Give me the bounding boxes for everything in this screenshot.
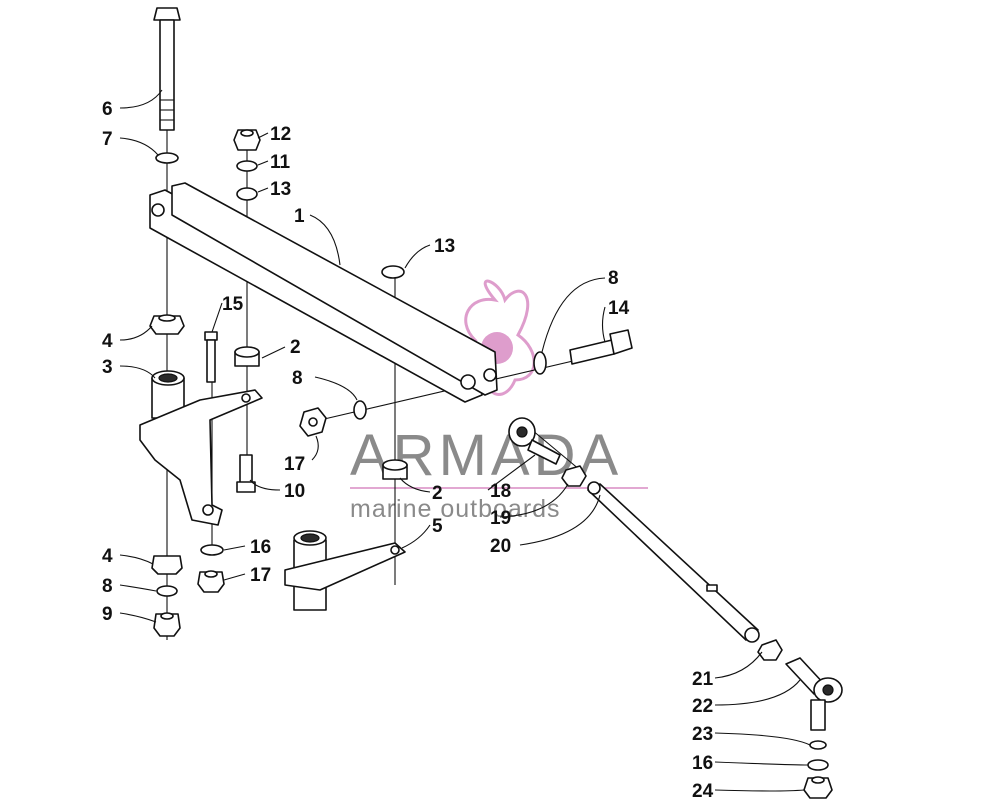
callout-3: 3 [102, 357, 113, 378]
screw-small [204, 331, 218, 383]
washer-small-lower [809, 740, 827, 750]
bushing-top [236, 187, 258, 201]
callout-4-lower: 4 [102, 546, 113, 567]
flange-nut-lower [151, 555, 183, 575]
callout-9: 9 [102, 604, 113, 625]
bolt-right [569, 329, 633, 365]
steering-bracket-right [284, 530, 406, 611]
callout-12: 12 [270, 124, 291, 145]
leader-lines [119, 89, 811, 792]
bushing-mid [381, 265, 405, 279]
washer-link [353, 400, 367, 420]
callout-6: 6 [102, 99, 113, 120]
bolt-long [153, 7, 181, 131]
bolt-short [236, 454, 256, 493]
callout-13-top: 13 [270, 179, 291, 200]
washer-right [533, 351, 547, 375]
rod-end-lower [785, 657, 843, 731]
callout-19: 19 [490, 508, 511, 529]
spacer-upper [234, 346, 260, 367]
tie-rod-tube [587, 481, 760, 643]
flange-nut-upper [149, 314, 185, 335]
callout-1: 1 [294, 206, 305, 227]
callout-23: 23 [692, 724, 713, 745]
callout-17-link: 17 [284, 454, 305, 475]
callout-labels: 6 7 12 11 13 1 13 8 14 15 4 2 3 8 17 10 … [102, 99, 714, 802]
callout-18: 18 [490, 481, 511, 502]
jam-nut-lower [757, 639, 783, 661]
callout-11: 11 [270, 152, 291, 173]
callout-16-left: 16 [250, 537, 271, 558]
washer-flat-lower [807, 759, 829, 771]
callout-10: 10 [284, 481, 305, 502]
washer-top [155, 152, 179, 164]
callout-20: 20 [490, 536, 511, 557]
jam-nut-upper [561, 465, 587, 487]
steering-bracket-left [139, 370, 263, 526]
callout-21: 21 [692, 669, 714, 690]
callout-8-lower: 8 [102, 576, 113, 597]
nut-lower-right [803, 776, 833, 799]
callout-14: 14 [608, 298, 630, 319]
callout-5: 5 [432, 516, 443, 537]
callout-16-right: 16 [692, 753, 713, 774]
callout-8-right: 8 [608, 268, 619, 289]
watermark-tagline: marine outboards [350, 495, 561, 523]
steering-link-arm [149, 182, 498, 403]
nut-link [299, 407, 327, 437]
callout-2-upper: 2 [290, 337, 301, 358]
callout-4-upper: 4 [102, 331, 113, 352]
washer-lower-left [200, 544, 224, 556]
nut-bottom [153, 612, 181, 637]
callout-2-lower: 2 [432, 483, 443, 504]
callout-8-link: 8 [292, 368, 303, 389]
nut-lower-left [197, 570, 225, 593]
callout-15: 15 [222, 294, 244, 315]
callout-24: 24 [692, 781, 714, 802]
washer-stack [236, 160, 258, 172]
washer-lower [156, 585, 178, 597]
callout-7: 7 [102, 129, 113, 150]
nut-top-stack [233, 129, 261, 151]
assembly-axis-lines [166, 130, 621, 640]
rod-end-upper [508, 417, 561, 465]
spacer-lower [382, 459, 408, 480]
callout-17-lower: 17 [250, 565, 271, 586]
callout-13-mid: 13 [434, 236, 455, 257]
callout-22: 22 [692, 696, 713, 717]
